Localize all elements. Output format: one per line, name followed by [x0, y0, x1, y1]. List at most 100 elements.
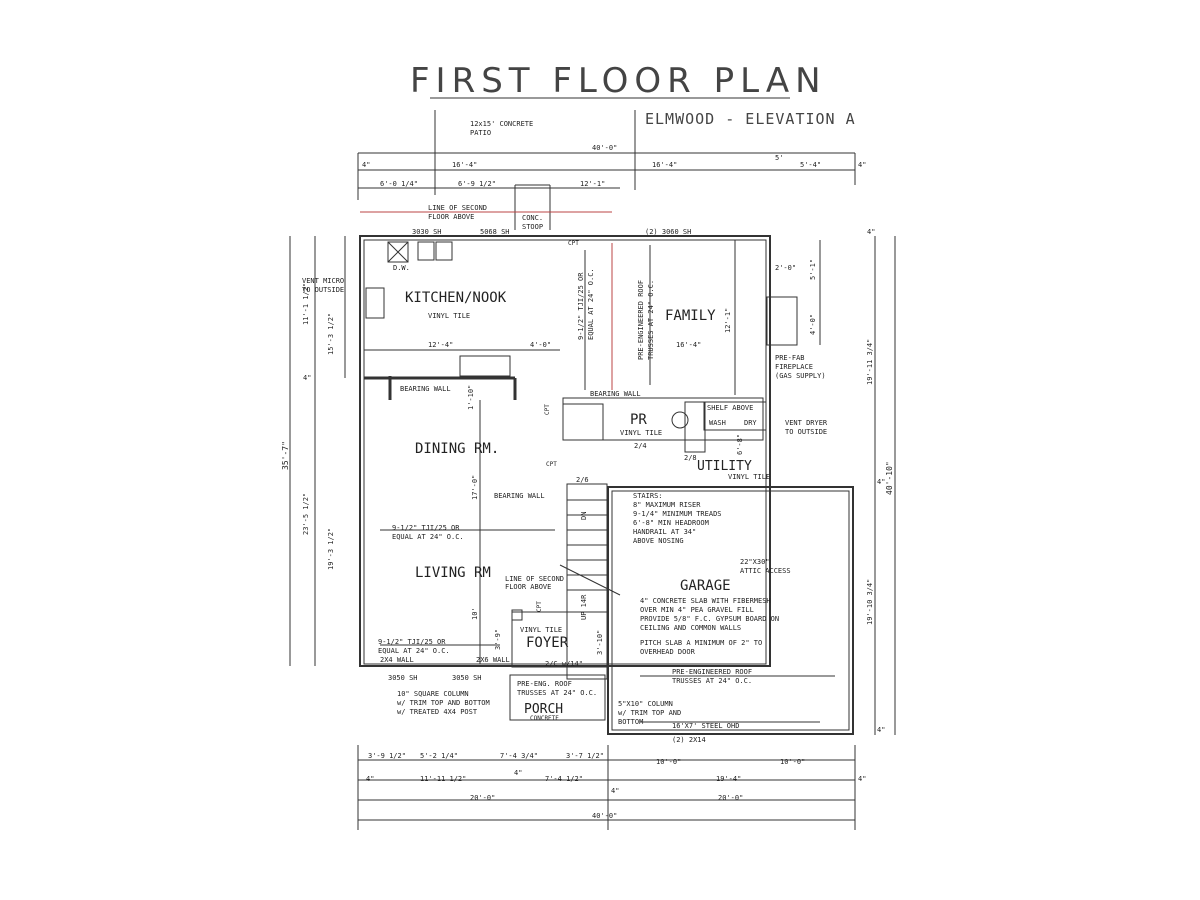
note-bearing-wall-kitchen: BEARING WALL	[400, 385, 451, 393]
note-closet-2c: 2/C w/14"	[545, 660, 583, 668]
note-wash: WASH	[709, 419, 726, 427]
dim-top-r1-4: 4"	[858, 161, 866, 169]
note-dw: D.W.	[393, 264, 410, 272]
dim-bottom-r2-5: 4"	[858, 775, 866, 783]
note-second-floor-living-2: FLOOR ABOVE	[505, 583, 551, 591]
note-stoop-2: STOOP	[522, 223, 543, 231]
note-window-3050-2: 3050 SH	[452, 674, 482, 682]
exterior-wall-inner	[363, 239, 767, 665]
note-stairs-3: 9-1/4" MINIMUM TREADS	[633, 510, 722, 518]
dim-top-r2-0: 6'-0 1/4"	[380, 180, 418, 188]
note-vinyl-powder: VINYL TILE	[620, 429, 662, 437]
dim-kitchen-gap: 4'-0"	[530, 341, 551, 349]
note-porch-trusses-2: TRUSSES AT 24" O.C.	[517, 689, 597, 697]
right-margin	[945, 0, 1200, 900]
note-vinyl-kitchen: VINYL TILE	[428, 312, 470, 320]
kitchen-range	[365, 287, 385, 319]
room-porch: PORCH	[524, 702, 563, 717]
shelf-above	[703, 401, 767, 431]
dim-bottom-r2-1: 11'-11 1/2"	[420, 775, 466, 783]
dim-right-4: 4"	[877, 726, 885, 734]
note-wall-2x4: 2X4 WALL	[380, 656, 414, 664]
fireplace-box	[766, 296, 798, 346]
note-stairs-1: STAIRS:	[633, 492, 663, 500]
dim-right-2: 4"	[877, 478, 885, 486]
room-family: FAMILY	[665, 308, 716, 324]
room-dining: DINING RM.	[415, 441, 499, 457]
dim-living-offset: 3'-9"	[494, 629, 502, 650]
note-cpt-2: CPT	[546, 461, 557, 468]
note-vent-micro-1: VENT MICRO	[302, 277, 344, 285]
note-garage-slab-4: CEILING AND COMMON WALLS	[640, 624, 741, 632]
dim-bottom-r3-2: 20'-0"	[718, 794, 743, 802]
exterior-wall-main	[359, 235, 771, 667]
note-2x14: (2) 2X14	[672, 736, 706, 744]
note-bearing-wall-stair: BEARING WALL	[494, 492, 545, 500]
dim-family-width: 16'-4"	[676, 341, 701, 349]
dim-top-r2-3: 5'	[775, 154, 783, 162]
porch-outline	[509, 674, 606, 721]
plan-subtitle: ELMWOOD - ELEVATION A	[645, 110, 856, 128]
note-column-right-3: BOTTOM	[618, 718, 643, 726]
note-vinyl-utility: VINYL TILE	[728, 473, 770, 481]
note-bearing-wall-family: BEARING WALL	[590, 390, 641, 398]
dim-left-3: 23'-5 1/2"	[302, 493, 310, 535]
dim-left-1: 15'-3 1/2"	[327, 313, 335, 355]
note-shelf-above: SHELF ABOVE	[707, 404, 753, 412]
left-margin	[0, 0, 255, 900]
stair-break-line	[559, 564, 621, 596]
note-porch-trusses-1: PRE-ENG. ROOF	[517, 680, 572, 688]
note-fireplace-1: PRE-FAB	[775, 354, 805, 362]
note-ohd: 16'X7' STEEL OHD	[672, 722, 739, 730]
dim-family-depth: 12'-1"	[724, 308, 732, 333]
note-tji-living-1: 9-1/2" TJI/25 OR	[378, 638, 446, 646]
dim-bottom-r2-4: 19'-4"	[716, 775, 741, 783]
note-garage-trusses-1: PRE-ENGINEERED ROOF	[672, 668, 752, 676]
note-window-3030: 3030 SH	[412, 228, 442, 236]
dim-bottom-r1-4: 10'-0"	[656, 758, 681, 766]
dim-bottom-r1-5: 10'-0"	[780, 758, 805, 766]
dim-bottom-r2-0: 4"	[366, 775, 374, 783]
dim-left-0: 11'-1 1/2"	[302, 283, 310, 325]
note-garage-slab-1: 4" CONCRETE SLAB WITH FIBERMESH	[640, 597, 771, 605]
note-cpt-1: CPT	[568, 240, 579, 247]
note-tji-living-2: EQUAL AT 24" O.C.	[378, 647, 450, 655]
dim-bottom-r3-0: 20'-0"	[470, 794, 495, 802]
coat-closet	[562, 403, 604, 441]
note-vinyl-foyer: VINYL TILE	[520, 626, 562, 634]
note-garage-slab-6: PITCH SLAB A MINIMUM OF 2" TO	[640, 639, 762, 647]
room-foyer: FOYER	[526, 635, 569, 651]
dim-door-2-6: 2/6	[576, 476, 589, 484]
note-column-left-1: 10" SQUARE COLUMN	[397, 690, 469, 698]
kitchen-counter	[459, 355, 511, 377]
dim-dining-depth: 17'-0"	[471, 475, 479, 500]
note-tji-kitchen-1: 9-1/2" TJI/25 OR	[577, 272, 585, 340]
dim-bottom-r3-1: 4"	[611, 787, 619, 795]
dim-right-1: 19'-11 3/4"	[866, 339, 874, 385]
drawing-sheet	[255, 0, 945, 900]
note-trusses-family-2: TRUSSES AT 24" O.C.	[647, 280, 655, 360]
dim-top-r2-2: 12'-1"	[580, 180, 605, 188]
note-tji-dining-1: 9-1/2" TJI/25 OR	[392, 524, 460, 532]
note-column-right-2: w/ TRIM TOP AND	[618, 709, 681, 717]
note-garage-slab-3: PROVIDE 5/8" F.C. GYPSUM BOARD ON	[640, 615, 779, 623]
room-garage: GARAGE	[680, 578, 731, 594]
note-window-2x3060: (2) 3060 SH	[645, 228, 691, 236]
dim-fireplace-2: 4'-0"	[809, 314, 817, 335]
room-kitchen: KITCHEN/NOOK	[405, 290, 507, 306]
note-garage-slab-7: OVERHEAD DOOR	[640, 648, 696, 656]
kitchen-sink	[435, 241, 453, 261]
note-column-left-2: w/ TRIM TOP AND BOTTOM	[397, 699, 490, 707]
note-fireplace-2: FIREPLACE	[775, 363, 813, 371]
dim-right-3: 19'-10 3/4"	[866, 579, 874, 625]
note-patio-1: 12x15' CONCRETE	[470, 120, 533, 128]
dim-left-2: 4"	[303, 374, 311, 382]
dishwasher	[387, 241, 409, 263]
dim-bottom-r2-3: 7'-4 1/2"	[545, 775, 583, 783]
note-concrete: CONCRETE	[530, 715, 559, 722]
dim-top-r1-3: 5'-4"	[800, 161, 821, 169]
note-vent-dryer-1: VENT DRYER	[785, 419, 828, 427]
note-column-right-1: 5"X10" COLUMN	[618, 700, 673, 708]
note-stairs-6: ABOVE NOSING	[633, 537, 684, 545]
dim-top-r1-2: 16'-4"	[652, 161, 677, 169]
